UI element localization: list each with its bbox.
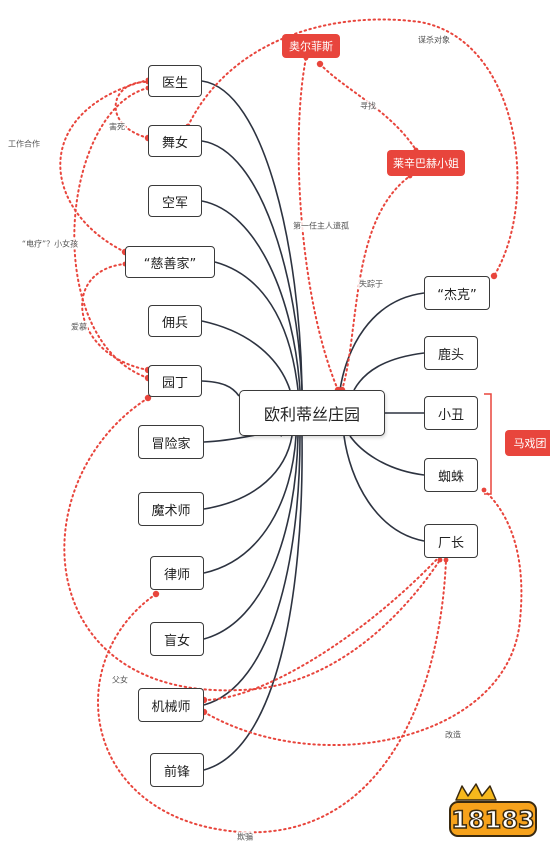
rel-line-reform bbox=[203, 489, 523, 747]
node-lawyer[interactable]: 律师 bbox=[150, 556, 204, 590]
node-magician[interactable]: 魔术师 bbox=[138, 492, 204, 526]
node-philanthropist[interactable]: “慈善家” bbox=[125, 246, 215, 278]
branch-spider bbox=[349, 435, 425, 476]
branch-dancer bbox=[201, 140, 303, 391]
relation-label-kill: 害死 bbox=[108, 121, 126, 133]
rel-line-father bbox=[63, 397, 441, 692]
rel-line-deceive-end-marker bbox=[443, 557, 449, 563]
branch-gardener bbox=[201, 380, 240, 397]
circus-bracket bbox=[484, 393, 492, 495]
branch-doctor bbox=[201, 80, 303, 391]
rel-line-first-owner bbox=[297, 57, 339, 391]
node-alfeno[interactable]: 奥尔菲斯 bbox=[282, 34, 340, 58]
rel-line-disappear bbox=[341, 175, 411, 391]
rel-line-assassinate bbox=[187, 18, 519, 277]
relation-label-father: 父女 bbox=[111, 674, 129, 686]
rel-line-father-end-marker bbox=[437, 557, 443, 563]
relation-label-first-owner: 第一任主人遗孤 bbox=[292, 220, 350, 232]
rel-line-assassinate-start-dot bbox=[490, 272, 498, 280]
branch-philanthropist bbox=[214, 261, 299, 391]
branch-manager bbox=[343, 435, 425, 542]
rel-line-reform-end-marker bbox=[481, 487, 487, 493]
relation-label-deceive: 欺骗 bbox=[236, 831, 254, 843]
relation-label-cooperate: 工作合作 bbox=[7, 138, 41, 150]
relation-label-assassinate: 谋杀对象 bbox=[417, 34, 451, 46]
rel-line-love bbox=[81, 263, 149, 371]
branch-magician bbox=[203, 435, 293, 510]
node-pilot[interactable]: 空军 bbox=[148, 185, 202, 217]
node-mechanic[interactable]: 机械师 bbox=[138, 688, 204, 722]
svg-text:18183: 18183 bbox=[451, 806, 535, 834]
node-manager[interactable]: 厂长 bbox=[424, 524, 478, 558]
node-gardener[interactable]: 园丁 bbox=[148, 365, 202, 397]
node-spider[interactable]: 蜘蛛 bbox=[424, 458, 478, 492]
branch-pilot bbox=[201, 200, 301, 391]
center-node-manor[interactable]: 欧利蒂丝庄园 bbox=[239, 390, 385, 436]
node-doctor[interactable]: 医生 bbox=[148, 65, 202, 97]
tree-connectors bbox=[201, 80, 425, 771]
rel-line-mechanic bbox=[203, 555, 441, 701]
node-miss-reichenbach[interactable]: 莱辛巴赫小姐 bbox=[387, 150, 465, 176]
branch-lawyer bbox=[203, 435, 297, 574]
relation-label-disappear: 失踪于 bbox=[358, 278, 384, 290]
node-explorer[interactable]: 冒险家 bbox=[138, 425, 204, 459]
node-forward[interactable]: 前锋 bbox=[150, 753, 204, 787]
branch-forward bbox=[203, 435, 303, 771]
relation-label-love: 爱慕 bbox=[70, 321, 88, 333]
rel-line-deceive-start-dot bbox=[152, 590, 160, 598]
rel-line-cooperate bbox=[59, 79, 149, 253]
branch-blind bbox=[203, 435, 299, 640]
branch-mechanic bbox=[203, 435, 301, 706]
node-clown[interactable]: 小丑 bbox=[424, 396, 478, 430]
node-mercenary[interactable]: 佣兵 bbox=[148, 305, 202, 337]
node-blind[interactable]: 盲女 bbox=[150, 622, 204, 656]
branch-mercenary bbox=[201, 320, 291, 391]
node-dancer[interactable]: 舞女 bbox=[148, 125, 202, 157]
branch-deerhead bbox=[353, 352, 425, 391]
node-deerhead[interactable]: 鹿头 bbox=[424, 336, 478, 370]
node-jack[interactable]: “杰克” bbox=[424, 276, 490, 310]
node-circus[interactable]: 马戏团 bbox=[505, 430, 550, 456]
relation-label-therapy: “电疗”？小女孩 bbox=[20, 238, 80, 250]
site-logo: 18183 bbox=[449, 783, 537, 837]
rel-line-therapy bbox=[73, 87, 149, 379]
relation-label-reform: 改造 bbox=[444, 729, 462, 741]
rel-line-search-start-dot bbox=[316, 60, 324, 68]
branch-jack bbox=[339, 292, 425, 391]
relation-label-search: 寻找 bbox=[359, 100, 377, 112]
